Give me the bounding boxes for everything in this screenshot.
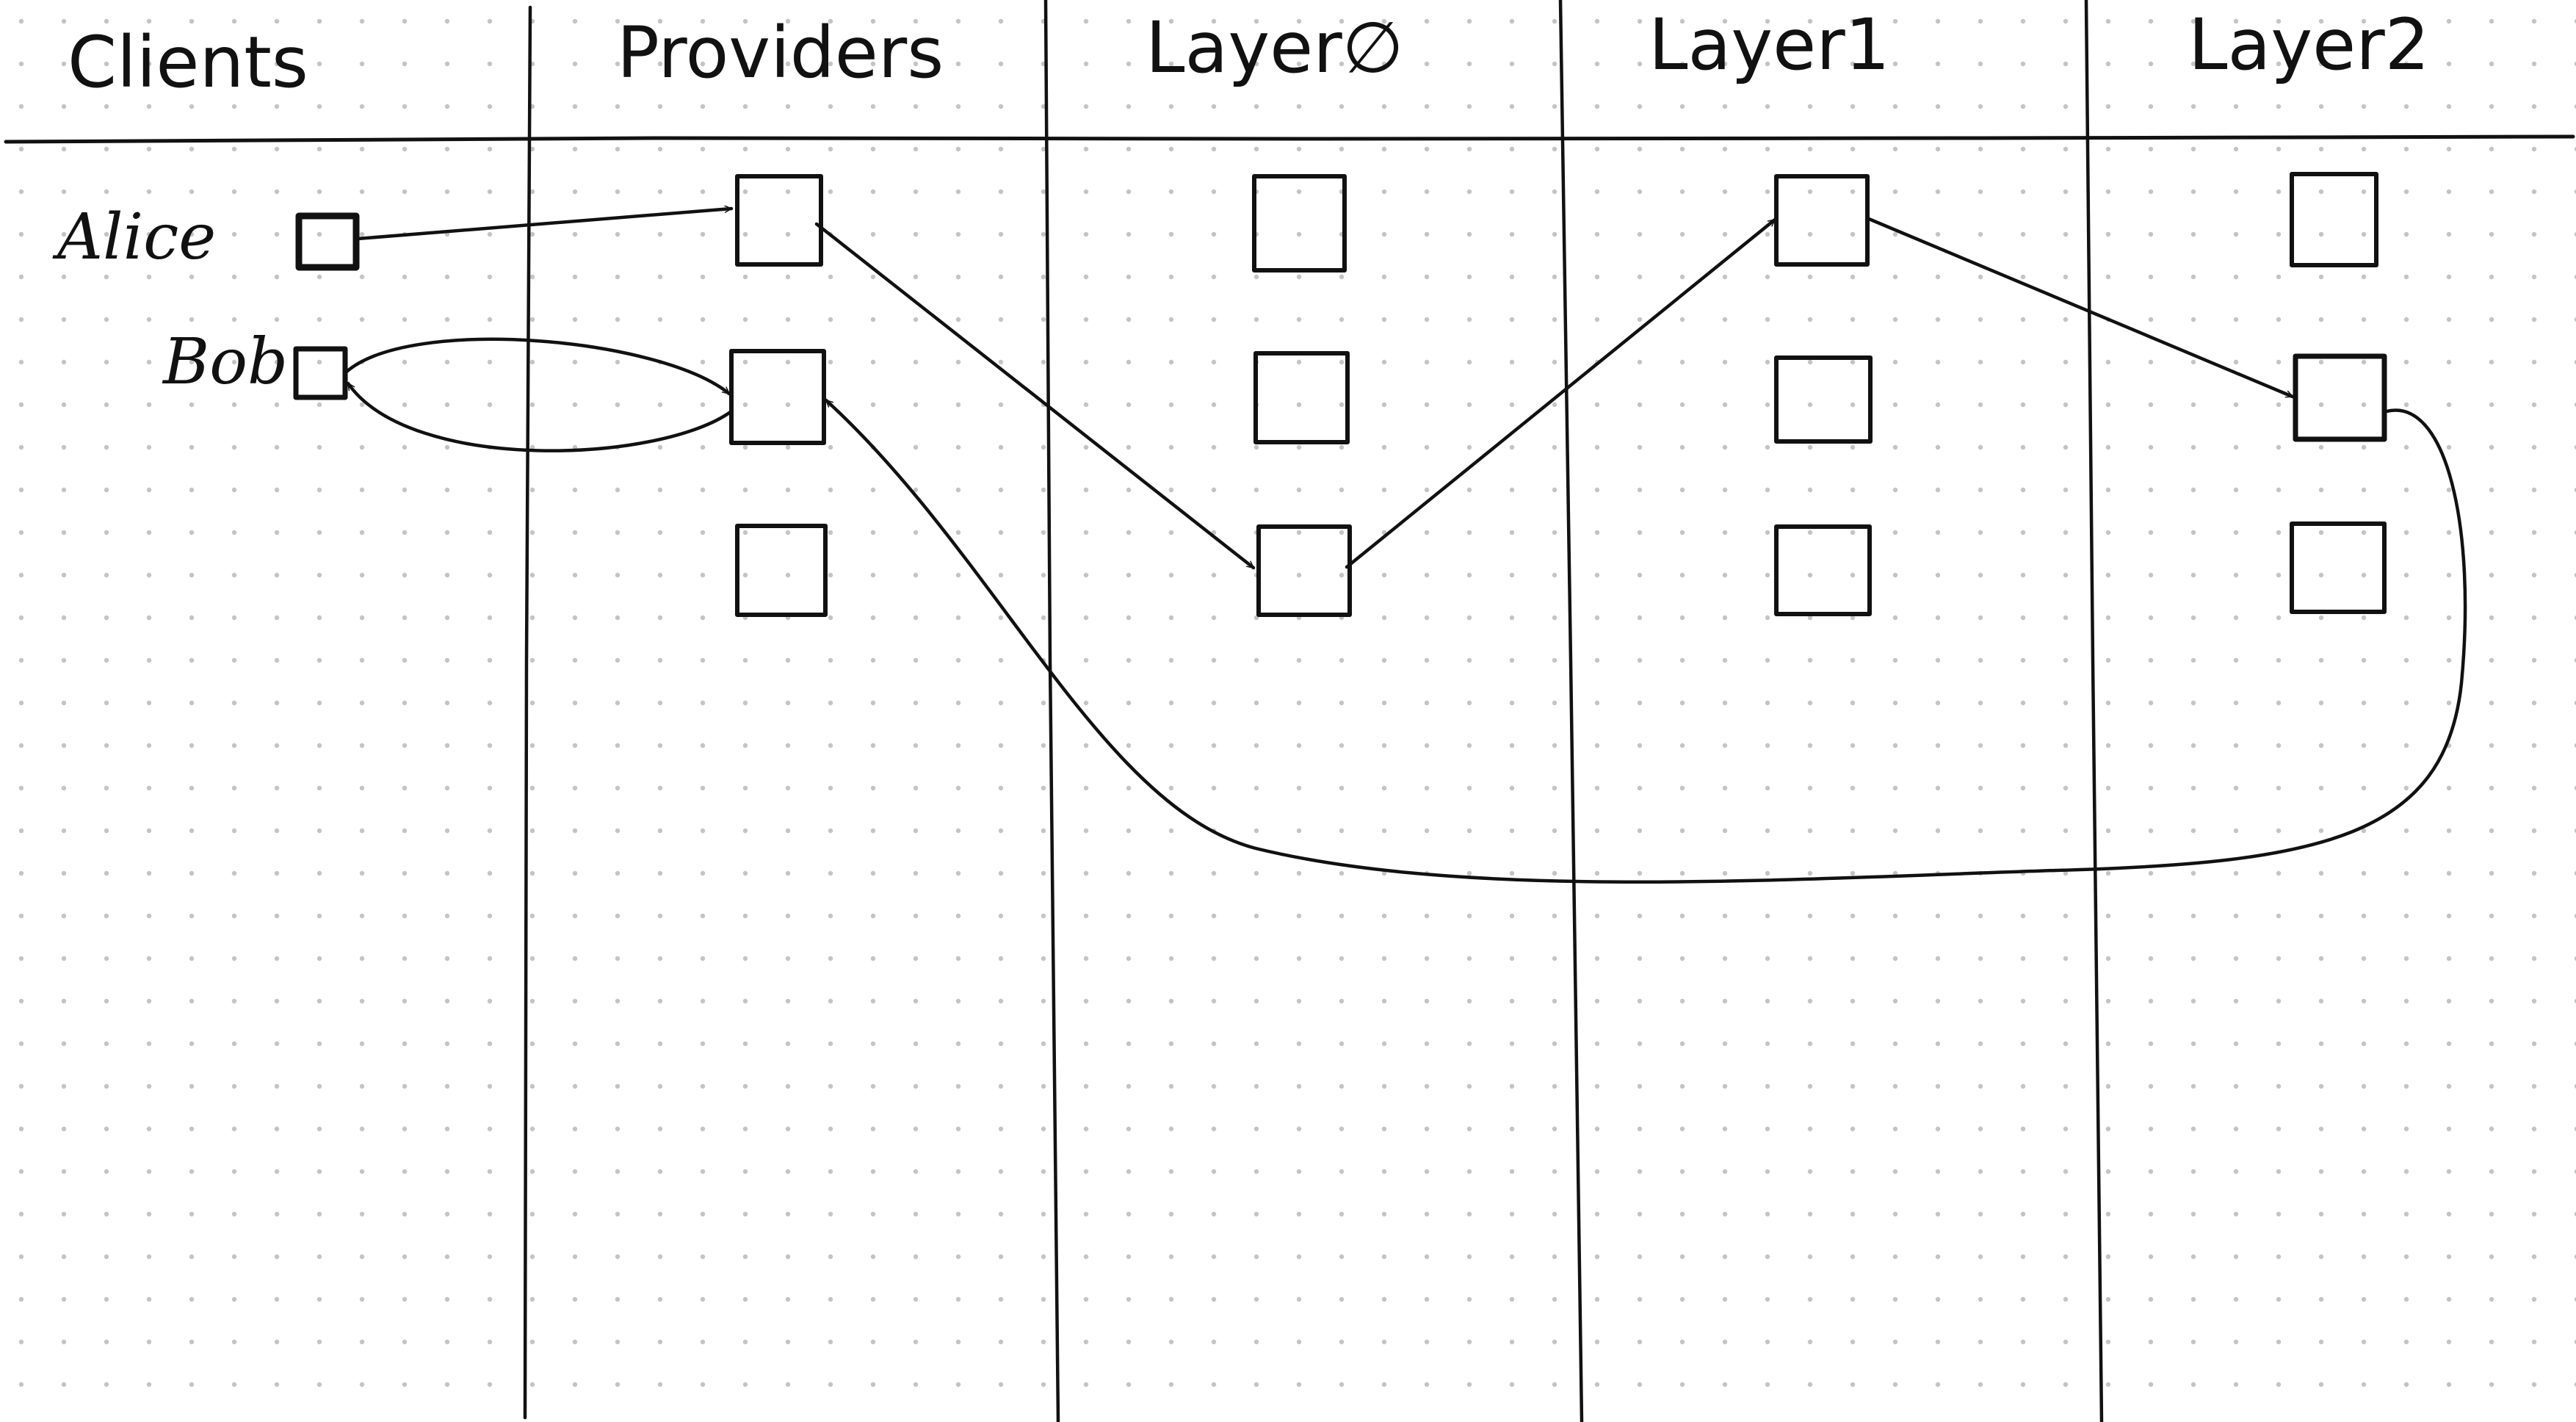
arrow-alice-to-provider: [355, 209, 734, 241]
client-node-bob: [293, 346, 348, 400]
layer2-node-2: [2293, 353, 2387, 442]
column-label-providers: Providers: [617, 12, 944, 94]
column-label-layer0: Layer∅: [1146, 7, 1403, 89]
arrow-provider-to-bob: [346, 381, 734, 452]
layer1-node-3: [1774, 524, 1872, 616]
layer2-node-3: [2290, 521, 2387, 614]
provider-nodes: [729, 174, 828, 617]
column-label-clients: Clients: [68, 21, 308, 104]
column-divider: [1558, 0, 1584, 1422]
layer2-nodes: [2290, 172, 2387, 614]
route-arrows: [344, 209, 2467, 884]
layer0-node-1: [1252, 174, 1347, 273]
provider-node-3: [735, 524, 828, 617]
layer0-node-2: [1253, 351, 1350, 444]
arrow-layer0-to-layer1: [1345, 217, 1777, 569]
layer0-nodes: [1252, 174, 1352, 617]
layer2-node-1: [2290, 172, 2378, 267]
provider-node-1: [735, 174, 823, 267]
column-divider: [1043, 0, 1060, 1422]
layer1-node-2: [1774, 356, 1873, 444]
provider-node-2: [729, 349, 826, 445]
column-headers: Clients Providers Layer∅ Layer1 Layer2: [68, 4, 2430, 104]
column-divider: [2084, 0, 2104, 1422]
layer0-node-3: [1256, 524, 1352, 617]
arrow-bob-to-provider: [344, 337, 731, 396]
column-label-layer1: Layer1: [1649, 4, 1890, 86]
client-label-alice: Alice: [52, 201, 216, 274]
column-label-layer2: Layer2: [2188, 4, 2430, 86]
header-divider: [4, 134, 2575, 144]
arrow-layer1-to-layer2: [1867, 217, 2295, 399]
client-label-bob: Bob: [162, 325, 288, 399]
arrow-provider-to-layer0: [814, 222, 1256, 570]
arrow-layer2-to-provider: [824, 398, 2467, 884]
client-node-alice: [295, 212, 360, 271]
